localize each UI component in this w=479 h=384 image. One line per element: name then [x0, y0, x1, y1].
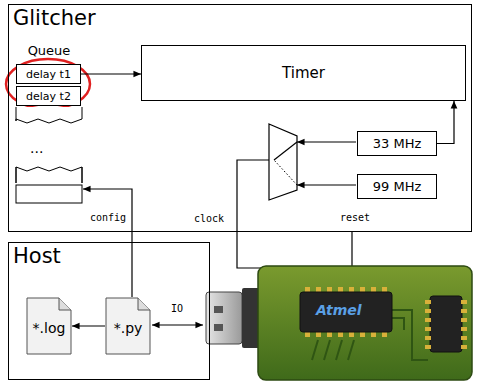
pcb-board [258, 266, 472, 380]
signal-name: clock [194, 213, 224, 224]
panel: GlitcherQueue delay t1 delay t2 Timer 33 MHz… [8, 4, 472, 232]
mux-symbol [269, 124, 297, 200]
memory-chip [430, 296, 462, 352]
io-wire [152, 324, 203, 325]
signal-name: config [88, 212, 128, 223]
connector [437, 101, 454, 144]
process-box: Timer [141, 45, 466, 101]
panel-title: Glitcher [13, 6, 96, 30]
connector [83, 189, 132, 297]
file-icon: *.py [105, 297, 151, 355]
node-label: Timer [282, 64, 325, 82]
panel-title: Host [13, 244, 61, 268]
usb-plug [206, 292, 242, 344]
ellipsis: ... [30, 140, 43, 156]
queue-stack: Queuedelay t1delay t2 [15, 63, 83, 205]
mcu-chip [300, 292, 392, 332]
queue-slots [15, 63, 83, 205]
node-label: *.log [33, 320, 66, 336]
node-label: 33 MHz [373, 136, 422, 151]
signal-name: IO [171, 303, 183, 314]
connector [81, 73, 141, 74]
node-label: delay t2 [26, 90, 71, 103]
queue-heading: Queue [28, 43, 71, 58]
process-box: delay t2 [16, 86, 81, 106]
node-label: *.py [114, 320, 143, 336]
process-box: delay t1 [16, 64, 81, 84]
connector [72, 325, 105, 326]
node-label: 99 MHz [373, 179, 422, 194]
signal-name: reset [338, 212, 372, 223]
node-label: delay t1 [26, 68, 71, 81]
process-box: 99 MHz [357, 174, 437, 199]
file-icon: *.log [26, 297, 72, 355]
process-box: 33 MHz [357, 131, 437, 156]
highlight-circle [6, 59, 90, 109]
chip-logo: Atmel [316, 302, 362, 318]
